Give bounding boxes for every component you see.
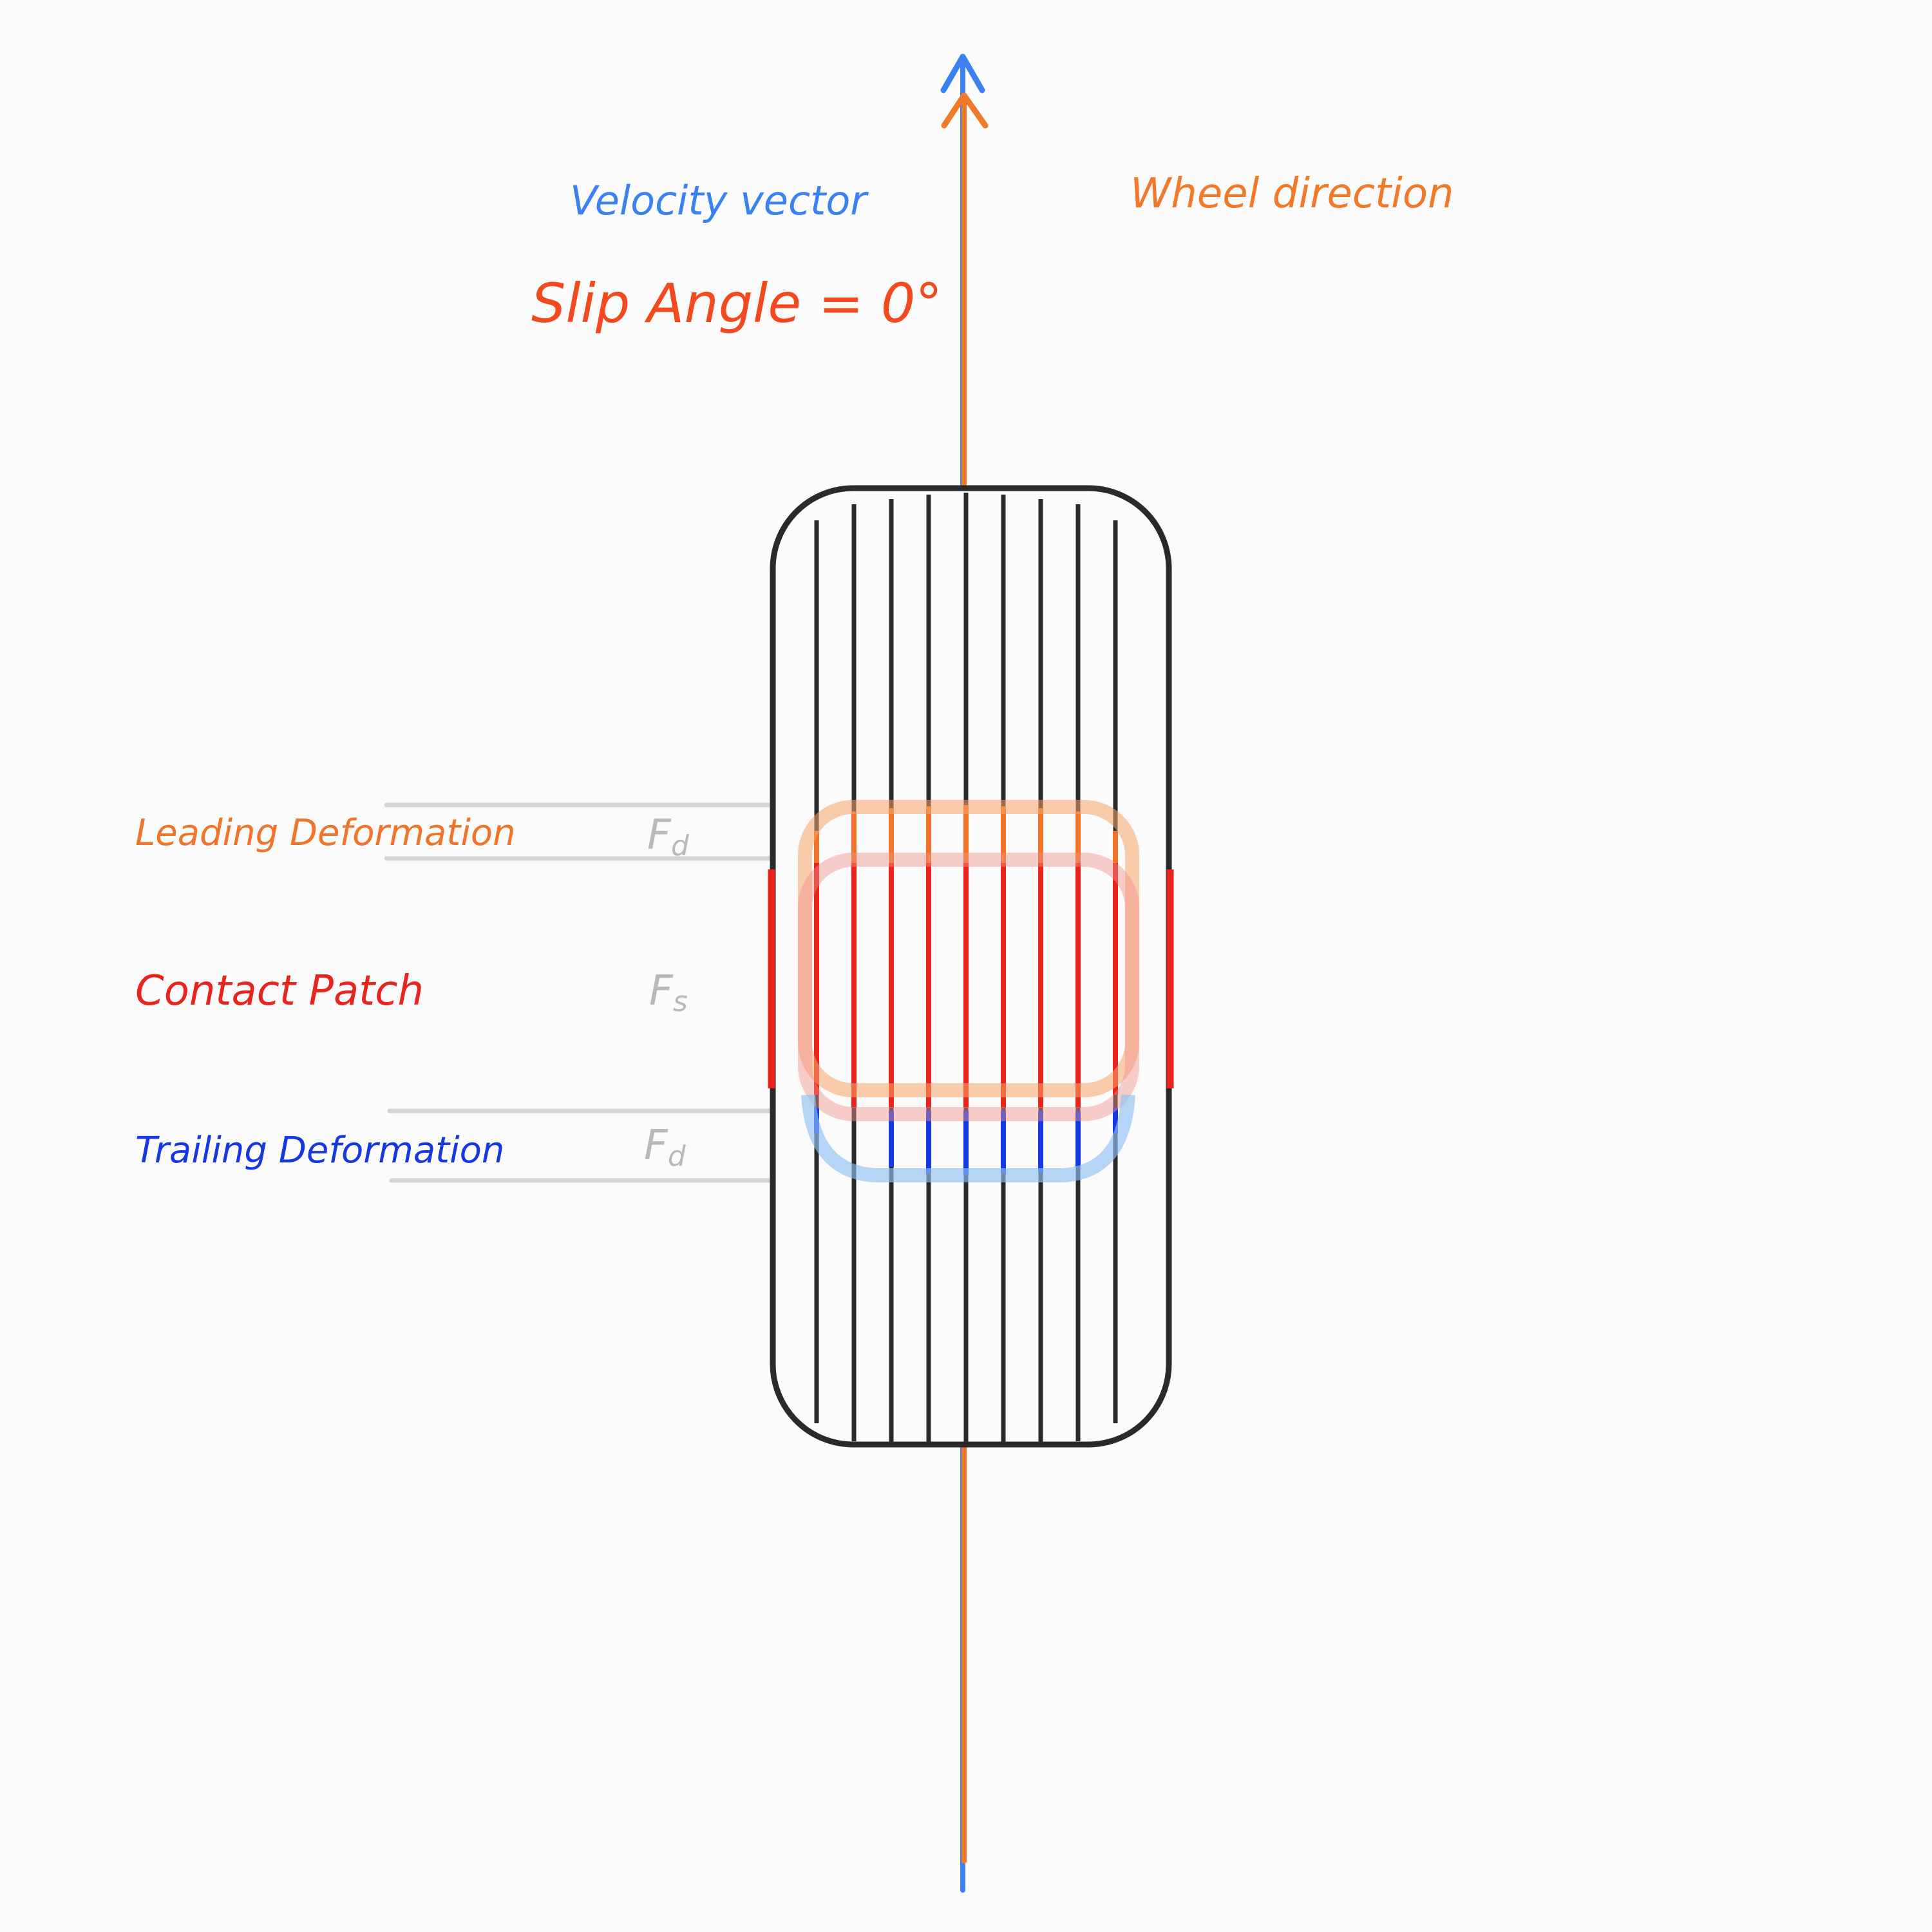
contact-patch-outline xyxy=(798,853,1139,1121)
leading-deformation-outline xyxy=(798,800,1139,1097)
wheel-direction-arrowhead xyxy=(941,92,989,129)
trailing-deformation-label: Trailing Deformation xyxy=(135,1130,504,1171)
labels: Velocity vector Wheel direction Slip Ang… xyxy=(135,170,1454,1173)
trailing-force-label: Fd xyxy=(644,1122,687,1173)
leading-deformation-label: Leading Deformation xyxy=(135,812,516,854)
guide-lines xyxy=(384,802,840,1183)
trailing-deformation-tread xyxy=(814,1108,1118,1175)
tire-fill xyxy=(773,488,1169,1444)
contact-force-label: Fs xyxy=(649,967,688,1018)
trailing-deformation-outline xyxy=(801,1094,1135,1182)
slip-angle-label: Slip Angle = 0° xyxy=(531,272,942,335)
contact-patch-label: Contact Patch xyxy=(135,967,424,1015)
leading-deformation-tread xyxy=(814,805,1118,863)
contact-patch-tread xyxy=(814,863,1118,1108)
tire xyxy=(768,485,1174,1448)
velocity-vector-label: Velocity vector xyxy=(570,177,869,224)
leading-force-label: Fd xyxy=(647,811,690,862)
wheel-direction-label: Wheel direction xyxy=(1130,170,1454,218)
velocity-arrowhead xyxy=(940,53,985,93)
